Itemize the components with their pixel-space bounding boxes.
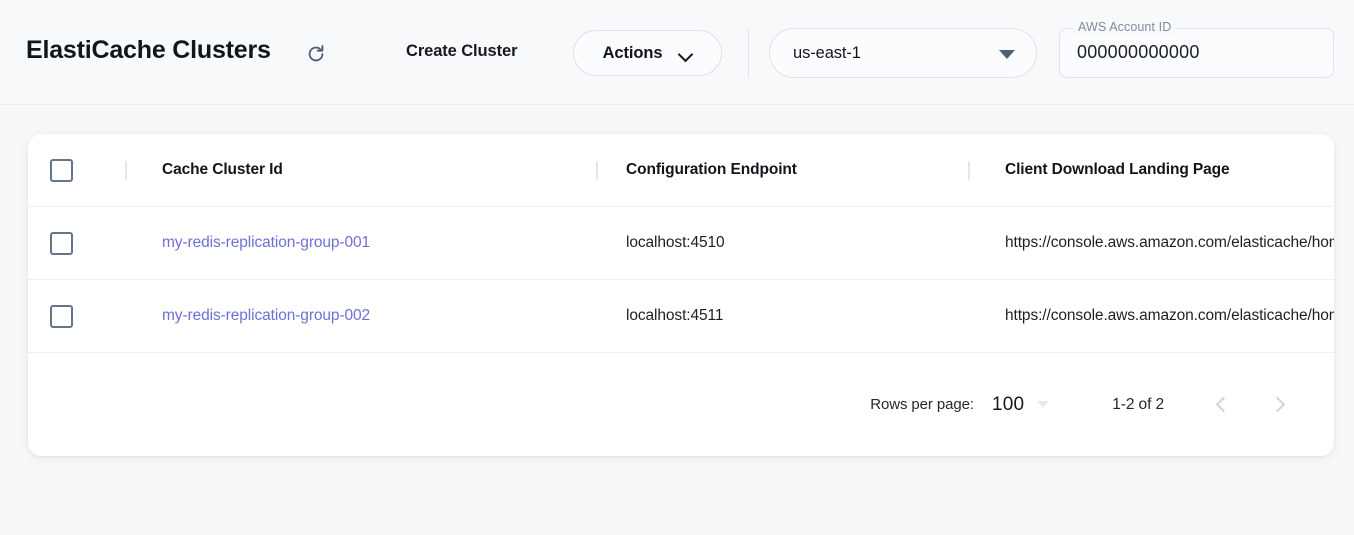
create-cluster-button[interactable]: Create Cluster [406, 42, 518, 60]
previous-page-button[interactable] [1208, 392, 1234, 418]
row-checkbox[interactable] [50, 231, 73, 255]
actions-button-label: Actions [602, 43, 663, 62]
cell-cache-cluster-id: my-redis-replication-group-002 [125, 307, 596, 325]
column-separator [968, 160, 970, 180]
clusters-table-card: Cache Cluster Id Configuration Endpoint … [28, 134, 1334, 456]
header-configuration-endpoint[interactable]: Configuration Endpoint [596, 161, 968, 179]
configuration-endpoint-value: localhost:4510 [626, 234, 725, 251]
column-separator [596, 160, 598, 180]
pagination-bar: Rows per page: 100 1-2 of 2 [28, 353, 1334, 456]
aws-account-id-value: 000000000000 [1077, 42, 1200, 62]
column-header-label: Configuration Endpoint [626, 161, 797, 178]
caret-down-icon [999, 50, 1015, 59]
column-header-label: Client Download Landing Page [1005, 161, 1230, 178]
cluster-id-link[interactable]: my-redis-replication-group-002 [162, 307, 371, 324]
pagination-range: 1-2 of 2 [1112, 395, 1164, 413]
column-header-label: Cache Cluster Id [162, 161, 283, 178]
region-select-value: us-east-1 [793, 43, 861, 62]
column-separator [125, 160, 127, 180]
refresh-icon[interactable] [303, 41, 329, 67]
top-toolbar: ElastiCache Clusters Create Cluster Acti… [0, 0, 1354, 105]
table-row: my-redis-replication-group-001 localhost… [28, 207, 1334, 280]
landing-page-value: https://console.aws.amazon.com/elasticac… [1005, 234, 1334, 251]
cell-client-download-landing-page: https://console.aws.amazon.com/elasticac… [968, 307, 1334, 325]
chevron-down-icon [679, 49, 692, 57]
configuration-endpoint-value: localhost:4511 [626, 307, 724, 324]
actions-button[interactable]: Actions [573, 30, 722, 76]
row-select-cell [28, 231, 125, 255]
chevron-down-icon [1037, 401, 1050, 408]
cell-configuration-endpoint: localhost:4510 [596, 234, 968, 252]
rows-per-page-select[interactable]: 100 [991, 393, 1050, 416]
chevron-right-icon [1269, 396, 1285, 413]
chevron-left-icon [1215, 396, 1231, 413]
header-client-download-landing-page[interactable]: Client Download Landing Page [968, 161, 1334, 179]
cell-client-download-landing-page: https://console.aws.amazon.com/elasticac… [968, 234, 1334, 252]
header-cache-cluster-id[interactable]: Cache Cluster Id [125, 161, 596, 179]
table-row: my-redis-replication-group-002 localhost… [28, 280, 1334, 353]
rows-per-page-value: 100 [991, 393, 1025, 415]
select-all-cell [28, 158, 125, 182]
select-all-checkbox[interactable] [50, 158, 73, 182]
row-select-cell [28, 304, 125, 328]
region-select[interactable]: us-east-1 [769, 28, 1037, 78]
aws-account-id-field[interactable]: AWS Account ID 000000000000 [1059, 20, 1334, 78]
cell-configuration-endpoint: localhost:4511 [596, 307, 968, 325]
cell-cache-cluster-id: my-redis-replication-group-001 [125, 234, 596, 252]
landing-page-value: https://console.aws.amazon.com/elasticac… [1005, 307, 1334, 324]
aws-account-id-label: AWS Account ID [1073, 20, 1177, 34]
row-checkbox[interactable] [50, 304, 73, 328]
cluster-id-link[interactable]: my-redis-replication-group-001 [162, 234, 371, 251]
table-header-row: Cache Cluster Id Configuration Endpoint … [28, 134, 1334, 207]
rows-per-page-label: Rows per page: [870, 396, 974, 413]
page-title: ElastiCache Clusters [26, 36, 271, 64]
next-page-button[interactable] [1266, 392, 1292, 418]
toolbar-divider [748, 28, 749, 78]
